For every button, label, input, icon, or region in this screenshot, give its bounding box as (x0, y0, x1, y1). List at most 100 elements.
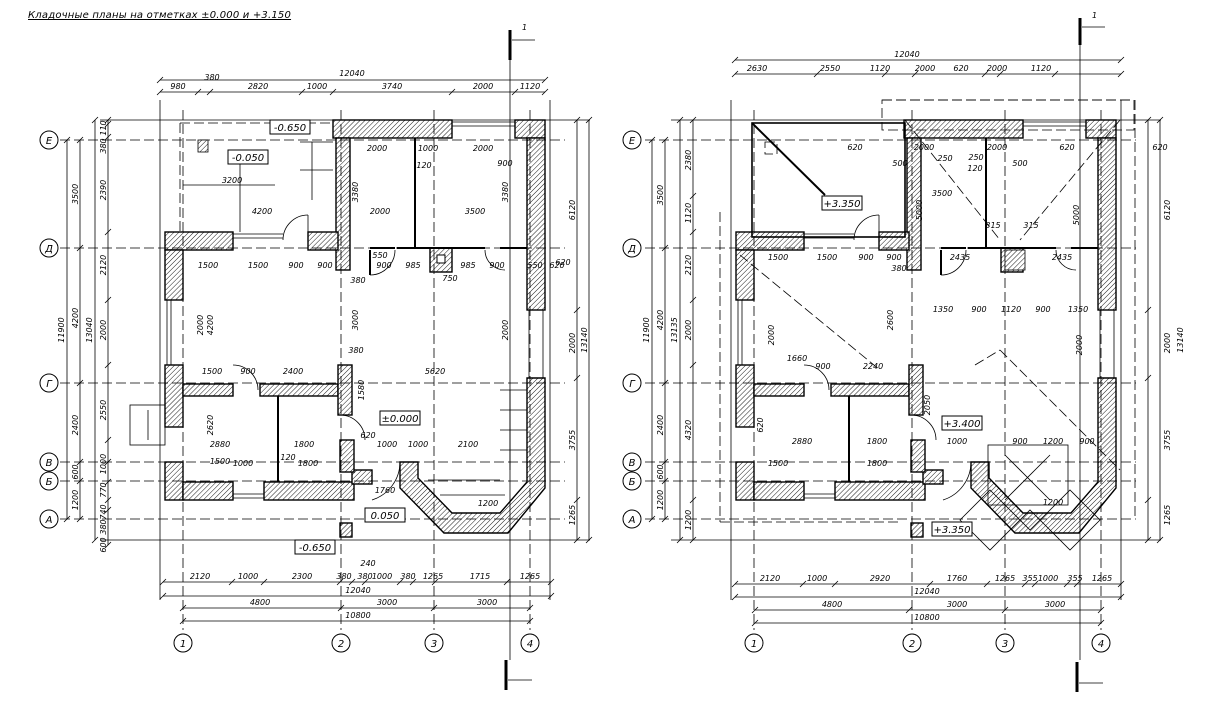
axis-number: 3 (431, 639, 437, 650)
dimension-label: 2880 (210, 440, 230, 449)
dimension-label: 2880 (792, 437, 812, 446)
dimension-label: 500 (1012, 159, 1027, 168)
dimension-tick (541, 88, 549, 96)
dimension-tick (409, 578, 417, 586)
dimension-label: 2120 (99, 255, 108, 275)
dimension-label: 2000 (1163, 333, 1172, 353)
dimension-label: 3380 (501, 182, 510, 202)
dimension-label: 2000 (370, 207, 390, 216)
dimension-label: 2400 (656, 415, 665, 435)
dimension-label: 2400 (71, 415, 80, 435)
dimension-tick (585, 536, 593, 544)
dimension-label: 250 (937, 154, 952, 163)
dimension-label: 3500 (932, 189, 952, 198)
dimension-label: 1265 (423, 572, 443, 581)
dimension-label: 2240 (863, 362, 883, 371)
dimension-label: 13135 (670, 317, 679, 342)
dimension-tick (1156, 536, 1164, 544)
dimension-label: 2000 (767, 325, 776, 345)
dimension-tick (1063, 580, 1071, 588)
dimension-label: 1580 (357, 380, 366, 400)
dimension-tick (689, 496, 697, 504)
dimension-label: 620 (1059, 143, 1074, 152)
dimension-label: 1200 (1043, 498, 1063, 507)
dimension-tick (1021, 580, 1029, 588)
axis-number-bubble (1091, 633, 1111, 653)
dimension-tick (831, 580, 839, 588)
axis-number-bubble (520, 633, 540, 653)
dimension-label: 2000 (915, 64, 935, 73)
elevation-mark: -0.650 (299, 543, 331, 554)
dimension-tick (689, 536, 697, 544)
dimension-label: 1000 (807, 574, 827, 583)
plan-level-3150 (630, 99, 1162, 631)
axis-letter-bubble (622, 452, 642, 472)
dimension-tick (104, 496, 112, 504)
dimension-label: 3500 (656, 185, 665, 205)
dimension-label: 2120 (760, 574, 780, 583)
dimension-tick (104, 458, 112, 466)
dimension-label: 985 (405, 261, 420, 270)
dimension-tick (76, 458, 84, 466)
dimension-tick (104, 361, 112, 369)
dimension-label: 1000 (233, 459, 253, 468)
dimension-label: 1000 (408, 440, 428, 449)
dimension-label: 12040 (914, 587, 939, 596)
dimension-tick (648, 136, 656, 144)
dimension-tick (396, 578, 404, 586)
axis-number: 1 (180, 639, 186, 650)
dimension-label: 1200 (656, 490, 665, 510)
dimension-label: 3380 (351, 182, 360, 202)
dimension-label: 1265 (568, 505, 577, 525)
elevation-mark: +3.350 (933, 525, 970, 536)
axis-number: 3 (1002, 639, 1008, 650)
dimension-tick (731, 593, 739, 601)
dimension-tick (661, 244, 669, 252)
axis-number: 4 (527, 639, 533, 650)
dimension-tick (585, 116, 593, 124)
dimension-label: 2300 (292, 572, 312, 581)
dimension-label: 1200 (71, 490, 80, 510)
dimension-label: 2600 (886, 310, 895, 330)
dimension-label: 10800 (345, 611, 370, 620)
axis-letter: Г (629, 379, 636, 390)
dimension-tick (1144, 116, 1152, 124)
dimension-label: 110 (99, 120, 108, 135)
dimension-tick (260, 578, 268, 586)
axis-number-bubble (173, 633, 193, 653)
dimension-tick (573, 116, 581, 124)
dimension-tick (689, 361, 697, 369)
dimension-tick (1073, 580, 1081, 588)
dimension-label: 1500 (768, 253, 788, 262)
dimension-tick (905, 606, 913, 614)
dimension-tick (661, 515, 669, 523)
section-mark-top-1: 1 1 (508, 11, 1105, 660)
dimension-tick (104, 478, 112, 486)
dimension-tick (1117, 580, 1125, 588)
elevation-mark: +3.400 (943, 419, 980, 430)
dimension-tick (689, 116, 697, 124)
elevation-box (821, 195, 863, 211)
dimension-label: 2000 (367, 144, 387, 153)
dimension-label: 13140 (580, 327, 589, 352)
dimension-label: 1265 (1092, 574, 1112, 583)
dimension-tick (661, 477, 669, 485)
dimension-label: 13040 (85, 317, 94, 342)
dimension-label: 315 (1023, 221, 1038, 230)
dimension-tick (996, 70, 1004, 78)
dimension-label: 11900 (57, 317, 66, 342)
axis-letter: Б (629, 477, 636, 488)
dimension-tick (348, 578, 356, 586)
dimension-tick (689, 228, 697, 236)
dimension-label: 620 (953, 64, 968, 73)
dimension-tick (689, 192, 697, 200)
elevation-mark: +3.350 (823, 199, 860, 210)
dimension-tick (689, 296, 697, 304)
dimension-tick (547, 592, 555, 600)
dimension-tick (573, 496, 581, 504)
dimension-label: 4200 (656, 310, 665, 330)
dimension-tick (76, 379, 84, 387)
dimension-label: 1660 (787, 354, 807, 363)
dimension-label: 1000 (418, 144, 438, 153)
